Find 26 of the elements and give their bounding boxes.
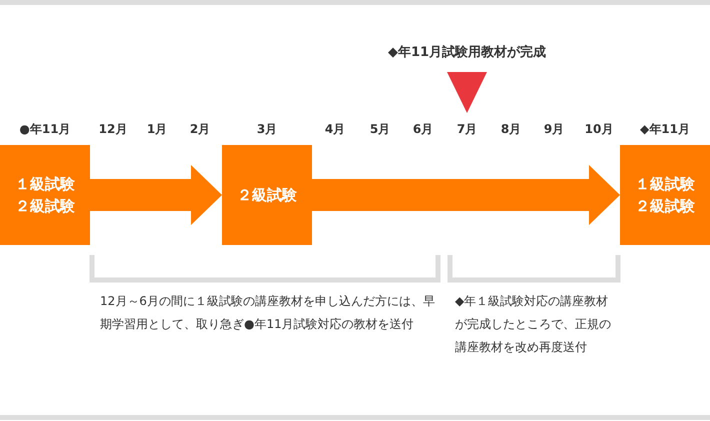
- month-label: 12月: [98, 121, 128, 138]
- month-label: 5月: [370, 121, 390, 138]
- month-label: 6月: [412, 121, 434, 138]
- month-label: ◆年11月: [640, 121, 690, 138]
- month-label: 9月: [544, 121, 564, 138]
- exam-name: １級試験: [635, 174, 695, 195]
- exam-box: [222, 145, 312, 245]
- exam-name: ２級試験: [15, 196, 75, 217]
- month-label: 10月: [584, 121, 614, 138]
- month-label: 8月: [500, 121, 522, 138]
- arrow: [312, 165, 620, 225]
- month-label: ●年11月: [19, 121, 71, 138]
- milestone-label: ◆年11月試験用教材が完成: [388, 44, 546, 61]
- note-text: ◆年１級試験対応の講座教材が完成したところで、正規の講座教材を改め再度送付: [455, 293, 612, 356]
- exam-name: ２級試験: [237, 185, 297, 206]
- month-label: 2月: [190, 121, 210, 138]
- exam-name: ２級試験: [635, 196, 695, 217]
- note-text: 12月～6月の間に１級試験の講座教材を申し込んだ方には、早期学習用として、取り急ぎ●年11月試験対応の教材を送付: [100, 293, 436, 333]
- exam-name: １級試験: [15, 174, 75, 195]
- exam-box: [620, 145, 710, 245]
- exam-box: [0, 145, 90, 245]
- month-label: 4月: [324, 121, 346, 138]
- month-label: 1月: [146, 121, 168, 138]
- month-label: 7月: [456, 121, 478, 138]
- arrow: [90, 165, 222, 225]
- month-label: 3月: [256, 121, 278, 138]
